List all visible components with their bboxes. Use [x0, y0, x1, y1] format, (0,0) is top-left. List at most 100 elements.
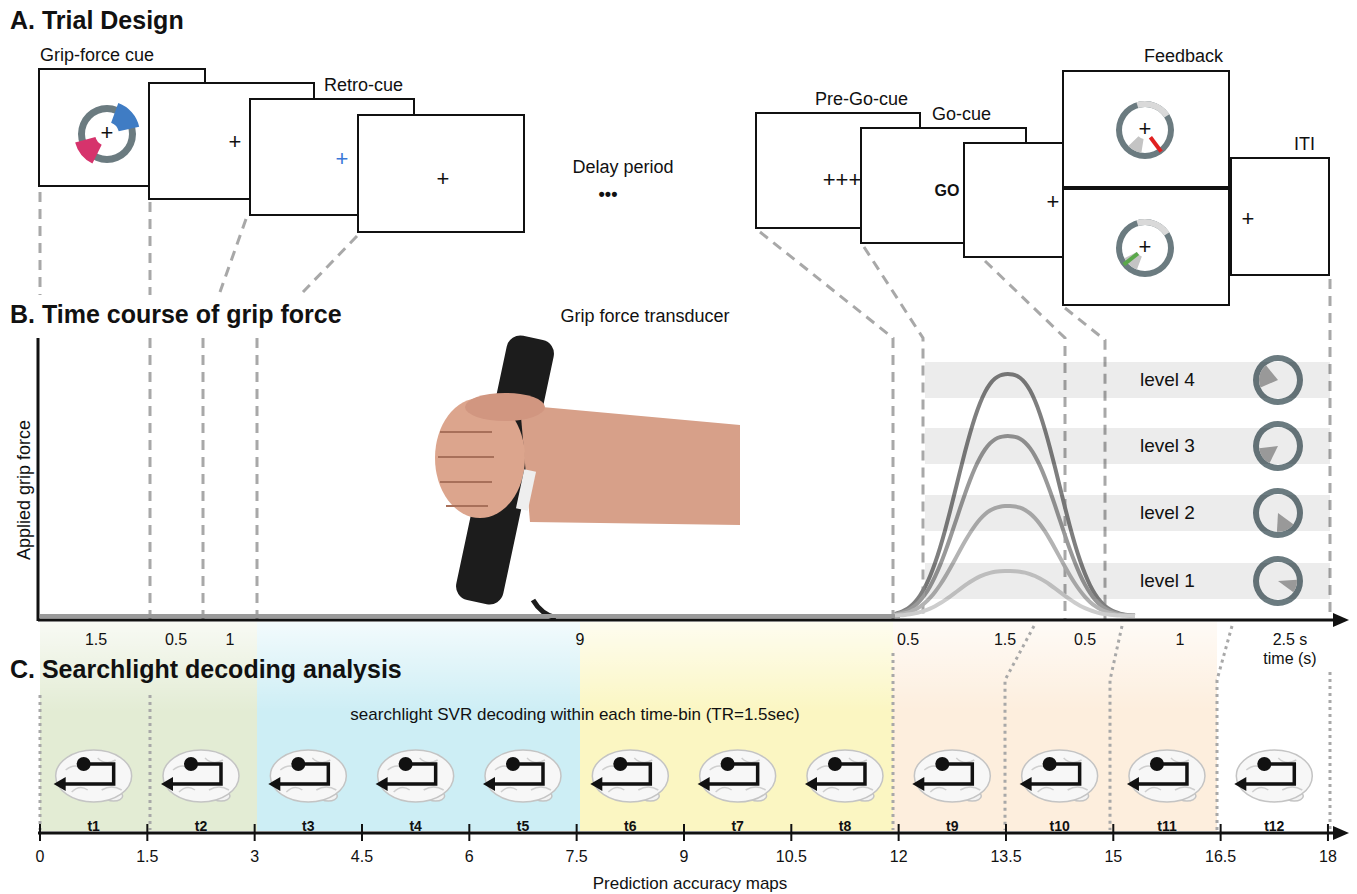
- fixation-cross: +: [229, 129, 242, 154]
- art-rect: [516, 469, 536, 511]
- axis-title: Prediction accuracy maps: [593, 874, 788, 894]
- cue-dial: [40, 70, 41, 71]
- tick-label: 16.5: [1205, 848, 1236, 866]
- dashed-guides: [40, 192, 1330, 620]
- brain-icon: [376, 750, 454, 802]
- brain-icon: [161, 750, 239, 802]
- fixation-cross: +++: [823, 167, 862, 192]
- art-line: [40, 614, 900, 618]
- duration-label: 1.5: [994, 631, 1016, 649]
- tick-label: 9: [680, 848, 689, 866]
- axis-title: time (s): [1263, 650, 1316, 668]
- brain-icon: [912, 750, 990, 802]
- art-path: [257, 236, 357, 620]
- art-path: [75, 137, 102, 163]
- level-band: level 3: [925, 428, 1330, 464]
- art-circle: [506, 757, 520, 771]
- force-axes: [38, 338, 1349, 627]
- brain-icon: [698, 750, 776, 802]
- art-path: [1136, 101, 1169, 118]
- art-path: [1329, 672, 1332, 830]
- art-circle: [935, 757, 949, 771]
- tick-label: 7.5: [566, 848, 588, 866]
- level-label: level 1: [1140, 570, 1195, 592]
- art-path: [1110, 626, 1122, 830]
- brain-icon: [483, 750, 561, 802]
- art-ellipse: [592, 750, 668, 802]
- art-polygon: [1127, 777, 1139, 791]
- fixation-cross: +: [101, 120, 114, 145]
- cue-dial: [1064, 190, 1065, 191]
- art-circle: [77, 757, 91, 771]
- brain-icon: [1234, 750, 1312, 802]
- art-polygon: [912, 777, 924, 791]
- tick-label: 1.5: [136, 848, 158, 866]
- art-line: [38, 619, 1336, 622]
- art-ellipse: [1129, 750, 1205, 802]
- brain-icons: [54, 750, 1313, 802]
- art-path: [39, 192, 42, 295]
- art-ellipse: [1022, 750, 1098, 802]
- frame-heading: ITI: [1294, 134, 1315, 155]
- art-circle: [721, 757, 735, 771]
- brain-icon: [590, 750, 668, 802]
- art-path: [1217, 626, 1232, 830]
- duration-label: 1.5: [85, 631, 107, 649]
- art-circle: [399, 757, 413, 771]
- art-path: [111, 103, 139, 131]
- art-ellipse: [378, 750, 454, 802]
- brain-icon: [805, 750, 883, 802]
- time-bin-bands: [40, 622, 1217, 831]
- fixation-cross: +: [1242, 206, 1255, 231]
- panel-title: C. Searchlight decoding analysis: [10, 655, 402, 684]
- art-polygon: [268, 777, 280, 791]
- art-ellipse: [1236, 750, 1312, 802]
- time-bin-label: t9: [946, 818, 958, 834]
- tick-mark: [1327, 824, 1329, 841]
- panel-title: B. Time course of grip force: [10, 300, 342, 329]
- fixation-cross: +: [437, 166, 450, 191]
- duration-label: 0.5: [897, 631, 919, 649]
- tick-label: 3: [250, 848, 259, 866]
- art-ellipse: [465, 393, 545, 421]
- level-band: level 4: [925, 362, 1330, 398]
- time-bin-label: t2: [195, 818, 207, 834]
- grip-transducer-photo: [435, 333, 740, 618]
- tick-mark: [576, 824, 578, 841]
- art-path: [1136, 219, 1169, 236]
- level-label: level 4: [1140, 369, 1195, 391]
- tick-mark: [146, 824, 148, 841]
- art-polygon: [376, 777, 388, 791]
- tick-mark: [898, 824, 900, 841]
- level-label: level 2: [1140, 502, 1195, 524]
- go-text: GO: [935, 182, 960, 200]
- screen-frame: +: [1062, 188, 1230, 306]
- art-path: [1116, 101, 1174, 159]
- art-ellipse: [914, 750, 990, 802]
- art-polygon: [1234, 777, 1246, 791]
- art-ellipse: [163, 750, 239, 802]
- art-g: [1116, 219, 1174, 277]
- art-line: [38, 832, 1336, 835]
- art-path: [892, 653, 895, 830]
- level-label: level 3: [1140, 435, 1195, 457]
- time-bin-label: t5: [517, 818, 529, 834]
- fixation-cross: +: [336, 146, 349, 171]
- tick-label: 6: [465, 848, 474, 866]
- level-band: level 1: [925, 563, 1330, 599]
- screen-frame: +: [357, 114, 525, 233]
- art-polygon: [1020, 777, 1032, 791]
- screen-frame: Feedback+: [1062, 70, 1230, 188]
- time-bin-label: t1: [87, 818, 99, 834]
- art-path: [203, 219, 246, 620]
- fixation-cross: +: [1139, 116, 1152, 141]
- art-g: [40, 824, 1328, 841]
- art-polygon: [520, 405, 740, 525]
- art-polygon: [161, 777, 173, 791]
- tick-label: 12: [890, 848, 908, 866]
- fixation-cross: +: [1047, 189, 1060, 214]
- art-g: [1116, 101, 1174, 159]
- art-g: [75, 103, 139, 164]
- art-path: [1005, 626, 1034, 830]
